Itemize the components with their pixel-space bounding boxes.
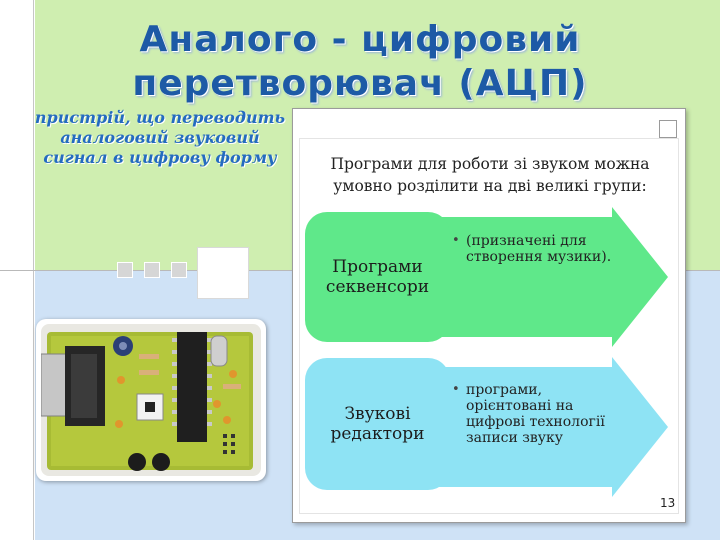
group-box-editors: Звукові редактори: [305, 358, 450, 490]
group-box-sequencers: Програми секвенсори: [305, 212, 450, 342]
page-number: 13: [660, 496, 676, 510]
decorative-square-large: [197, 247, 249, 299]
group-label: Звукові редактори: [330, 404, 425, 444]
bullet-icon: •: [452, 233, 460, 248]
bullet-icon: •: [452, 382, 460, 397]
group-description: (призначені для створення музики).: [466, 233, 612, 265]
decorative-square: [171, 262, 187, 278]
arrow-green: [400, 207, 668, 347]
arrow-blue: [400, 357, 668, 497]
slide-title: Аналого - цифровий перетворювач (АЦП): [132, 19, 588, 104]
intro-text: Програми для роботи зі звуком можна умов…: [330, 155, 650, 195]
decorative-square: [117, 262, 133, 278]
panel-corner-square: [659, 120, 677, 138]
circuit-board-icon: [41, 324, 261, 476]
group-description: програми, орієнтовані на цифрові техноло…: [466, 382, 605, 446]
circuit-board-photo: [41, 324, 261, 476]
group-label: Програми секвенсори: [325, 257, 430, 297]
slide-subtitle: пристрій, що переводить аналоговий звуко…: [34, 108, 286, 167]
decorative-square: [144, 262, 160, 278]
